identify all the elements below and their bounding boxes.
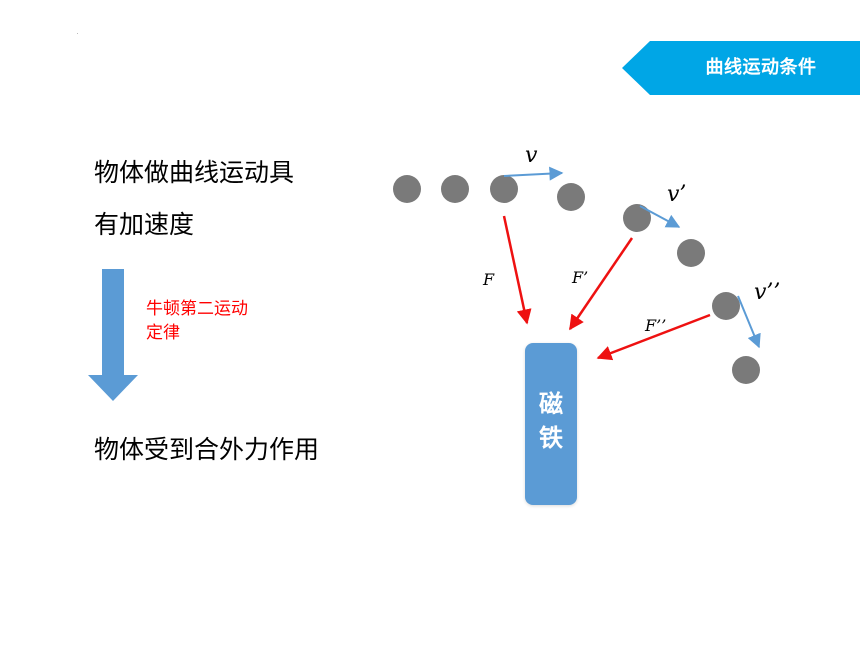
- velocity-label-v: v: [525, 143, 538, 168]
- conclusion-line: 物体受到合外力作用: [94, 435, 320, 464]
- ball-position-6: [677, 239, 705, 267]
- ball-position-2: [441, 175, 469, 203]
- statement-line-2: 有加速度: [94, 210, 195, 239]
- decorative-dot: [77, 33, 78, 34]
- magnet-block: 磁 铁: [525, 343, 577, 505]
- law-label-line-1: 牛顿第二运动: [146, 299, 248, 319]
- force-label-f1: F’: [572, 268, 589, 287]
- ball-position-7: [712, 292, 740, 320]
- down-arrow-icon: [88, 269, 138, 401]
- magnet-label-char-2: 铁: [539, 424, 563, 452]
- ball-position-8: [732, 356, 760, 384]
- velocity-arrow-v1: [639, 205, 681, 228]
- ball-position-1: [393, 175, 421, 203]
- magnet-label-char-1: 磁: [539, 390, 563, 418]
- newton-second-law-label: 牛顿第二运动 定律: [146, 297, 248, 345]
- force-label-f2: F’’: [645, 316, 667, 335]
- velocity-arrow-v: [503, 166, 564, 181]
- force-arrow-f: [502, 215, 532, 325]
- ball-position-3: [490, 175, 518, 203]
- section-header-title: 曲线运动条件: [705, 57, 817, 78]
- ball-position-5: [623, 204, 651, 232]
- ball-position-4: [557, 183, 585, 211]
- magnet-label: 磁 铁: [525, 387, 577, 455]
- law-label-line-2: 定律: [146, 323, 180, 343]
- statement-line-1: 物体做曲线运动具: [94, 158, 295, 187]
- force-label-f: F: [483, 270, 495, 289]
- velocity-label-v1: v’: [667, 182, 687, 207]
- section-header-tag: 曲线运动条件: [622, 41, 860, 95]
- velocity-label-v2: v’’: [754, 280, 781, 305]
